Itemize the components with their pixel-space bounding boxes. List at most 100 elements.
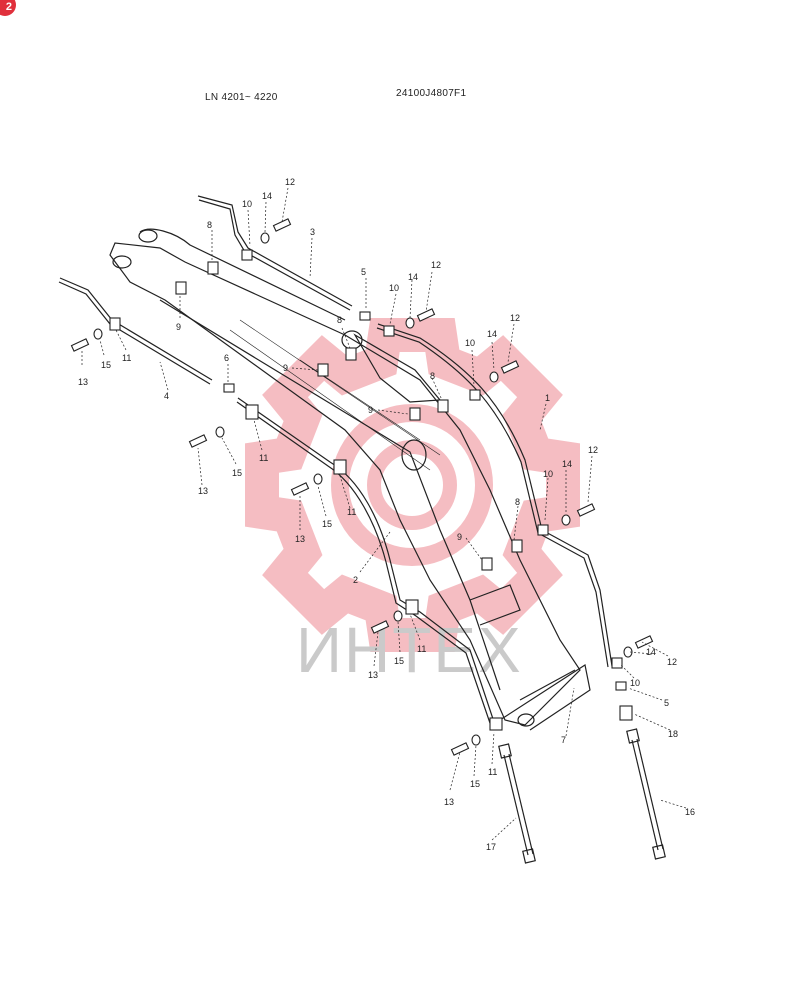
callout-label: 9 xyxy=(176,322,181,332)
bolt xyxy=(188,434,208,448)
callout-label: 12 xyxy=(510,313,520,323)
bolt xyxy=(70,338,90,352)
washer xyxy=(471,734,481,746)
clamp-block xyxy=(317,363,329,377)
boom-body xyxy=(109,228,591,731)
clamp-bracket xyxy=(383,325,395,337)
clamp-bracket xyxy=(489,717,503,731)
callout-label: 13 xyxy=(444,797,454,807)
callout-label: 11 xyxy=(417,644,426,654)
clamp-block xyxy=(481,557,493,571)
washer xyxy=(93,328,103,340)
watermark-gear-icon xyxy=(245,318,580,652)
callout-label: 12 xyxy=(588,445,598,455)
washer xyxy=(489,371,499,383)
fitting xyxy=(223,383,235,393)
washer xyxy=(405,317,415,329)
pipe-4 xyxy=(58,277,213,385)
clamp-bracket xyxy=(537,524,549,536)
pipe-3 xyxy=(197,195,353,311)
clamp-block xyxy=(437,399,449,413)
callout-label: 12 xyxy=(285,177,295,187)
callout-label: 9 xyxy=(283,363,288,373)
callout-label: 14 xyxy=(646,647,656,657)
callout-label: 12 xyxy=(431,260,441,270)
fitting xyxy=(615,681,627,691)
bolt xyxy=(416,308,436,322)
callout-label: 11 xyxy=(347,507,356,517)
callout-label: 12 xyxy=(667,657,677,667)
callout-label: 8 xyxy=(207,220,212,230)
callout-label: 14 xyxy=(562,459,572,469)
clamp-hardware xyxy=(70,218,654,756)
clamp-bracket xyxy=(109,317,121,331)
callout-label: 10 xyxy=(543,469,553,479)
callout-label: 14 xyxy=(262,191,272,201)
bolt xyxy=(272,218,292,232)
hose-17 xyxy=(498,743,536,864)
callout-label: 8 xyxy=(430,371,435,381)
callout-label: 9 xyxy=(457,532,462,542)
callout-label: 17 xyxy=(486,842,496,852)
callout-label: 14 xyxy=(487,329,497,339)
clamp-bracket xyxy=(405,599,419,615)
fitting xyxy=(619,705,633,721)
callout-label: 11 xyxy=(122,353,131,363)
callout-label: 11 xyxy=(488,767,497,777)
callout-label: 11 xyxy=(259,453,268,463)
bolt xyxy=(634,635,654,649)
callout-label: 15 xyxy=(322,519,332,529)
washer xyxy=(215,426,225,438)
callout-label: 10 xyxy=(630,678,640,688)
callout-label: 14 xyxy=(408,272,418,282)
clamp-block xyxy=(345,347,357,361)
clamp-block xyxy=(175,281,187,295)
serial-range-label: LN 4201~ 4220 xyxy=(205,92,278,103)
callout-label: 10 xyxy=(465,338,475,348)
callout-label: 5 xyxy=(664,698,669,708)
washer xyxy=(561,514,571,526)
clamp-bracket xyxy=(241,249,253,261)
callout-label: 13 xyxy=(368,670,378,680)
clamp-block xyxy=(409,407,421,421)
drawing-number-label: 24100J4807F1 xyxy=(396,88,467,99)
callout-label: 8 xyxy=(515,497,520,507)
callout-label: 13 xyxy=(295,534,305,544)
page-badge-number: 2 xyxy=(5,1,12,13)
callout-label: 2 xyxy=(353,575,358,585)
callout-label: 15 xyxy=(394,656,404,666)
watermark-text: ИНТЕХ xyxy=(296,614,523,686)
callout-label: 4 xyxy=(164,391,169,401)
callout-label: 6 xyxy=(224,353,229,363)
callout-label: 13 xyxy=(198,486,208,496)
bolt xyxy=(500,360,520,374)
callout-label: 10 xyxy=(389,283,399,293)
leader-lines xyxy=(81,187,687,841)
callout-label: 15 xyxy=(101,360,111,370)
callout-labels: 12 14 10 8 3 5 14 12 10 9 13 15 11 4 8 1… xyxy=(78,177,695,852)
watermark-logo: ИНТЕХ xyxy=(245,318,580,686)
callout-label: 7 xyxy=(561,735,566,745)
bolt xyxy=(576,503,596,517)
callout-label: 13 xyxy=(78,377,88,387)
clamp-bracket xyxy=(611,657,623,669)
callout-label: 5 xyxy=(361,267,366,277)
clamp-bracket xyxy=(333,459,347,475)
callout-label: 15 xyxy=(232,468,242,478)
hose-16 xyxy=(626,728,666,860)
clamp-block xyxy=(207,261,219,275)
callout-label: 9 xyxy=(368,405,373,415)
washer xyxy=(313,473,323,485)
clamp-bracket xyxy=(469,389,481,401)
page-badge: 2 xyxy=(0,0,16,16)
callout-label: 18 xyxy=(668,729,678,739)
callout-label: 8 xyxy=(337,315,342,325)
washer xyxy=(393,610,403,622)
pipe-1 xyxy=(376,323,613,668)
fitting xyxy=(359,311,371,321)
callout-label: 10 xyxy=(242,199,252,209)
washer xyxy=(260,232,270,244)
bolt xyxy=(290,482,310,496)
callout-label: 1 xyxy=(545,393,550,403)
